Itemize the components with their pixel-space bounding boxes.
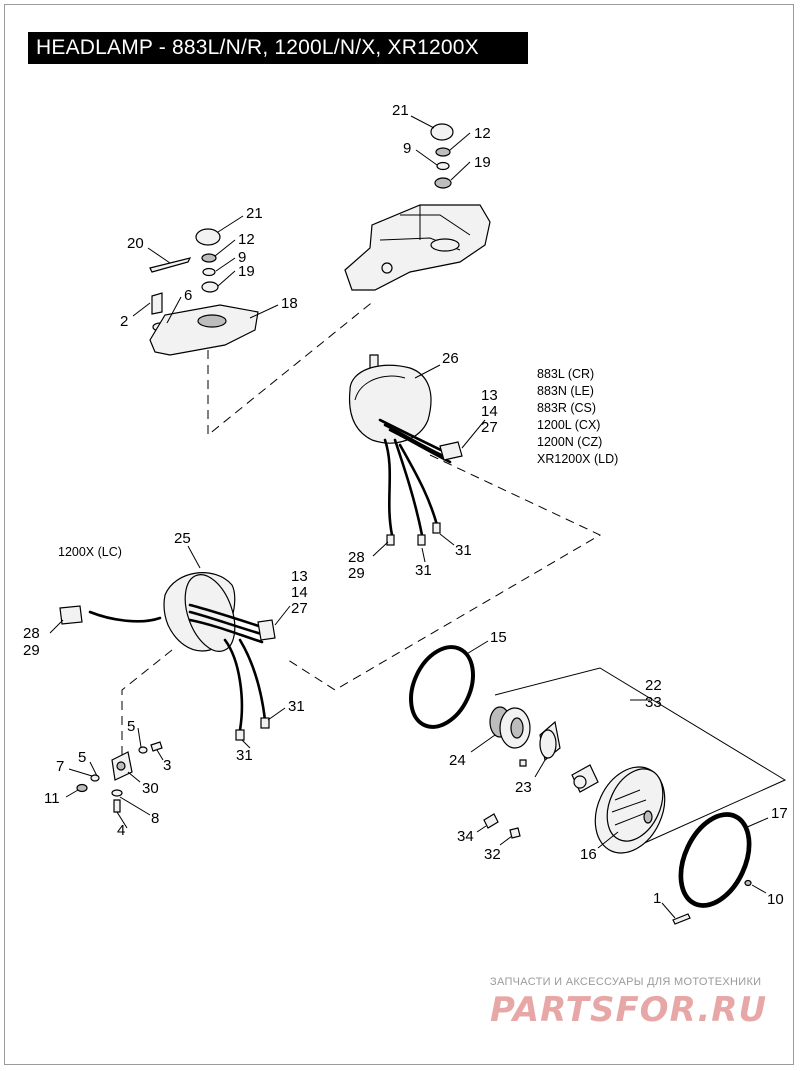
callout-34: 34 (457, 828, 474, 845)
callout-21: 21 (392, 102, 409, 119)
callout-10: 10 (767, 891, 784, 908)
callout-31: 31 (455, 542, 472, 559)
callout-29: 29 (23, 642, 40, 659)
upper-bracket (344, 204, 491, 291)
callout-12: 12 (474, 125, 491, 142)
callout-24: 24 (449, 752, 466, 769)
callout-6: 6 (184, 287, 192, 304)
lens-16 (594, 766, 666, 854)
callout-7: 7 (56, 758, 64, 775)
callout-28: 28 (23, 625, 40, 642)
callout-20: 20 (127, 235, 144, 252)
callout-4: 4 (117, 822, 125, 839)
callout-11: 11 (44, 790, 60, 807)
callout-14: 14 (481, 403, 498, 420)
callout-17: 17 (771, 805, 788, 822)
plate-20 (149, 257, 192, 273)
callout-22: 22 (645, 677, 662, 694)
socket-bulb-assembly (489, 706, 599, 793)
callout-1: 1 (653, 890, 661, 907)
ring-15 (409, 645, 475, 729)
callout-14: 14 (291, 584, 308, 601)
callout-15: 15 (490, 629, 507, 646)
grommet-19-top (434, 177, 452, 189)
callout-26: 26 (442, 350, 459, 367)
callout-21: 21 (246, 205, 263, 222)
callout-2: 2 (120, 313, 128, 330)
model-list-item: 1200L (CX) (537, 418, 600, 432)
small-parts (483, 813, 521, 839)
callout-5: 5 (127, 718, 135, 735)
grommet-19-left (201, 281, 219, 293)
model-list-item: 883L (CR) (537, 367, 594, 381)
model-list-item: 1200N (CZ) (537, 435, 602, 449)
washer-9-left (202, 267, 216, 277)
headlamp-25 (59, 572, 276, 741)
callout-8: 8 (151, 810, 159, 827)
nut-12-top (435, 147, 451, 157)
callout-13: 13 (481, 387, 498, 404)
top-bracket-assembly (344, 123, 491, 291)
callout-23: 23 (515, 779, 532, 796)
watermark-logo: PARTSFOR.RU (490, 990, 768, 1030)
callout-9: 9 (238, 249, 246, 266)
callout-33: 33 (645, 694, 662, 711)
callout-5: 5 (78, 749, 86, 766)
callout-19: 19 (238, 263, 255, 280)
headlamp-26 (348, 354, 463, 546)
watermark-subtitle: ЗАПЧАСТИ И АКСЕССУАРЫ ДЛЯ МОТОТЕХНИКИ (490, 976, 762, 988)
callout-30: 30 (142, 780, 159, 797)
callout-27: 27 (291, 600, 308, 617)
washer-9-top (436, 161, 450, 171)
mount-bracket-30 (76, 741, 163, 813)
model-list-item: 883N (LE) (537, 384, 594, 398)
cap-21-top (430, 123, 454, 141)
callout-3: 3 (163, 757, 171, 774)
callout-12: 12 (238, 231, 255, 248)
callout-31: 31 (236, 747, 253, 764)
callout-16: 16 (580, 846, 597, 863)
callout-labels: 21 12 9 19 21 20 12 9 19 6 2 18 26 13 14… (23, 102, 788, 908)
leader-lines (49, 115, 769, 919)
callout-18: 18 (281, 295, 298, 312)
nut-12-left (201, 253, 217, 263)
callout-32: 32 (484, 846, 501, 863)
callout-13: 13 (291, 568, 308, 585)
callout-31: 31 (415, 562, 432, 579)
bolt-2 (151, 292, 163, 315)
page-title: HEADLAMP - 883L/N/R, 1200L/N/X, XR1200X (28, 32, 528, 64)
callout-25: 25 (174, 530, 191, 547)
cap-21-left (195, 228, 221, 246)
callout-29: 29 (348, 565, 365, 582)
model-list-item: 883R (CS) (537, 401, 596, 415)
callout-31: 31 (288, 698, 305, 715)
diagram-frame (4, 4, 794, 1065)
trim-ring-17 (672, 812, 752, 925)
top-left-bracket-assembly (149, 228, 259, 356)
callout-9: 9 (403, 140, 411, 157)
bracket-18 (149, 304, 259, 356)
model-list-item: XR1200X (LD) (537, 452, 618, 466)
callout-28: 28 (348, 549, 365, 566)
callout-27: 27 (481, 419, 498, 436)
assembly-lines (121, 299, 787, 846)
model-label-lc: 1200X (LC) (58, 545, 122, 559)
callout-19: 19 (474, 154, 491, 171)
